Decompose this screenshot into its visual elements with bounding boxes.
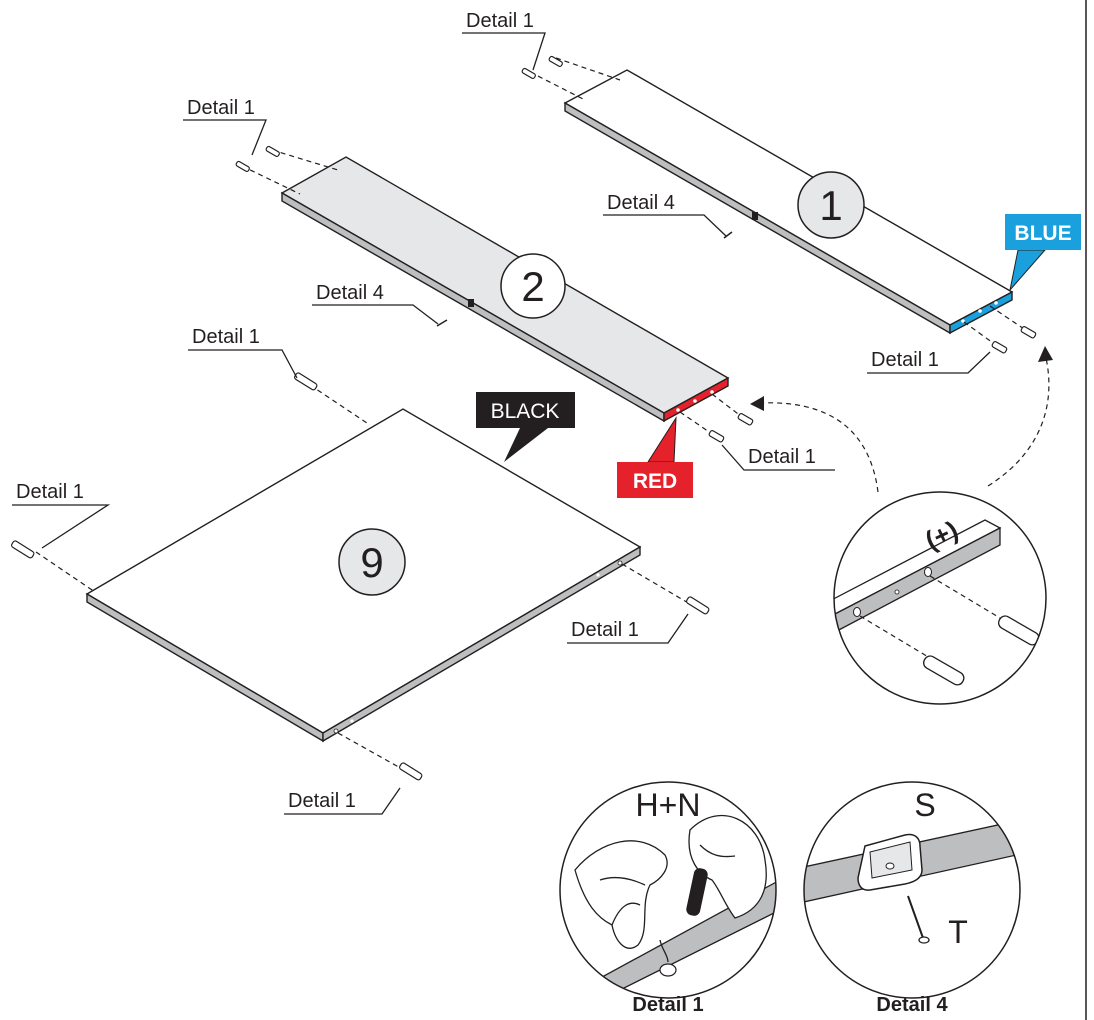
svg-text:Detail 1: Detail 1 <box>187 97 255 119</box>
detail-1-label-top-right: Detail 1 <box>462 10 546 71</box>
red-tag: RED <box>617 416 693 498</box>
svg-text:Detail 1: Detail 1 <box>571 619 639 641</box>
detail-1-caption: Detail 1 <box>632 994 703 1016</box>
blue-tag-label: BLUE <box>1014 222 1071 245</box>
detail-4-label-panel-2: Detail 4 <box>312 282 439 325</box>
detail-1-label-panel-2-right: Detail 1 <box>721 444 835 471</box>
svg-text:Detail 1: Detail 1 <box>288 790 356 812</box>
detail-4-caption: Detail 4 <box>876 994 948 1016</box>
panel-2: 2 <box>280 156 730 423</box>
panel-2-number-badge <box>500 253 566 319</box>
svg-text:Detail 1: Detail 1 <box>466 10 534 32</box>
detail-1-label-panel-2: Detail 1 <box>183 97 267 156</box>
panel-2-dowels <box>235 145 754 443</box>
detail-4-part-s-label: S <box>914 787 935 823</box>
black-tag-label: BLACK <box>491 400 560 423</box>
detail-1-parts-label: H+N <box>636 787 701 823</box>
svg-text:Detail 1: Detail 1 <box>871 349 939 371</box>
svg-text:Detail 1: Detail 1 <box>192 326 260 348</box>
detail-4-part-t-label: T <box>948 914 968 950</box>
panel-9-dowels <box>11 372 710 781</box>
panel-1-dowels <box>521 55 1037 354</box>
arrows <box>750 346 1053 493</box>
blue-tag: BLUE <box>1005 214 1081 292</box>
panel-9-number-badge <box>338 528 406 596</box>
red-tag-label: RED <box>633 470 677 493</box>
svg-text:Detail 4: Detail 4 <box>607 192 675 214</box>
inset-detail-4: S T Detail 4 <box>803 781 1021 1016</box>
svg-text:Detail 1: Detail 1 <box>16 481 84 503</box>
inset-detail-1: H+N Detail 1 <box>559 781 777 1016</box>
panel-2-red-edge <box>663 376 729 423</box>
detail-1-label-panel-1-right: Detail 1 <box>867 349 991 374</box>
panel-1-number: 1 <box>819 182 842 229</box>
panel-1-number-badge <box>797 171 865 239</box>
black-tag: BLACK <box>476 392 575 462</box>
panel-2-number: 2 <box>521 263 544 310</box>
svg-text:Detail 4: Detail 4 <box>316 282 384 304</box>
panel-9-number: 9 <box>360 539 383 586</box>
panel-9: 9 <box>85 408 642 743</box>
detail-1-label-panel-9-bottom: Detail 1 <box>284 787 401 815</box>
svg-text:Detail 1: Detail 1 <box>748 446 816 468</box>
detail-4-label-panel-1: Detail 4 <box>603 192 727 237</box>
detail-1-label-panel-9-top: Detail 1 <box>188 326 298 379</box>
detail-1-label-panel-9-right: Detail 1 <box>567 613 689 644</box>
inset-plus-edge: (+) <box>833 491 1047 705</box>
panel-1: 1 <box>563 69 1014 335</box>
detail-1-label-panel-9-left: Detail 1 <box>12 481 111 549</box>
